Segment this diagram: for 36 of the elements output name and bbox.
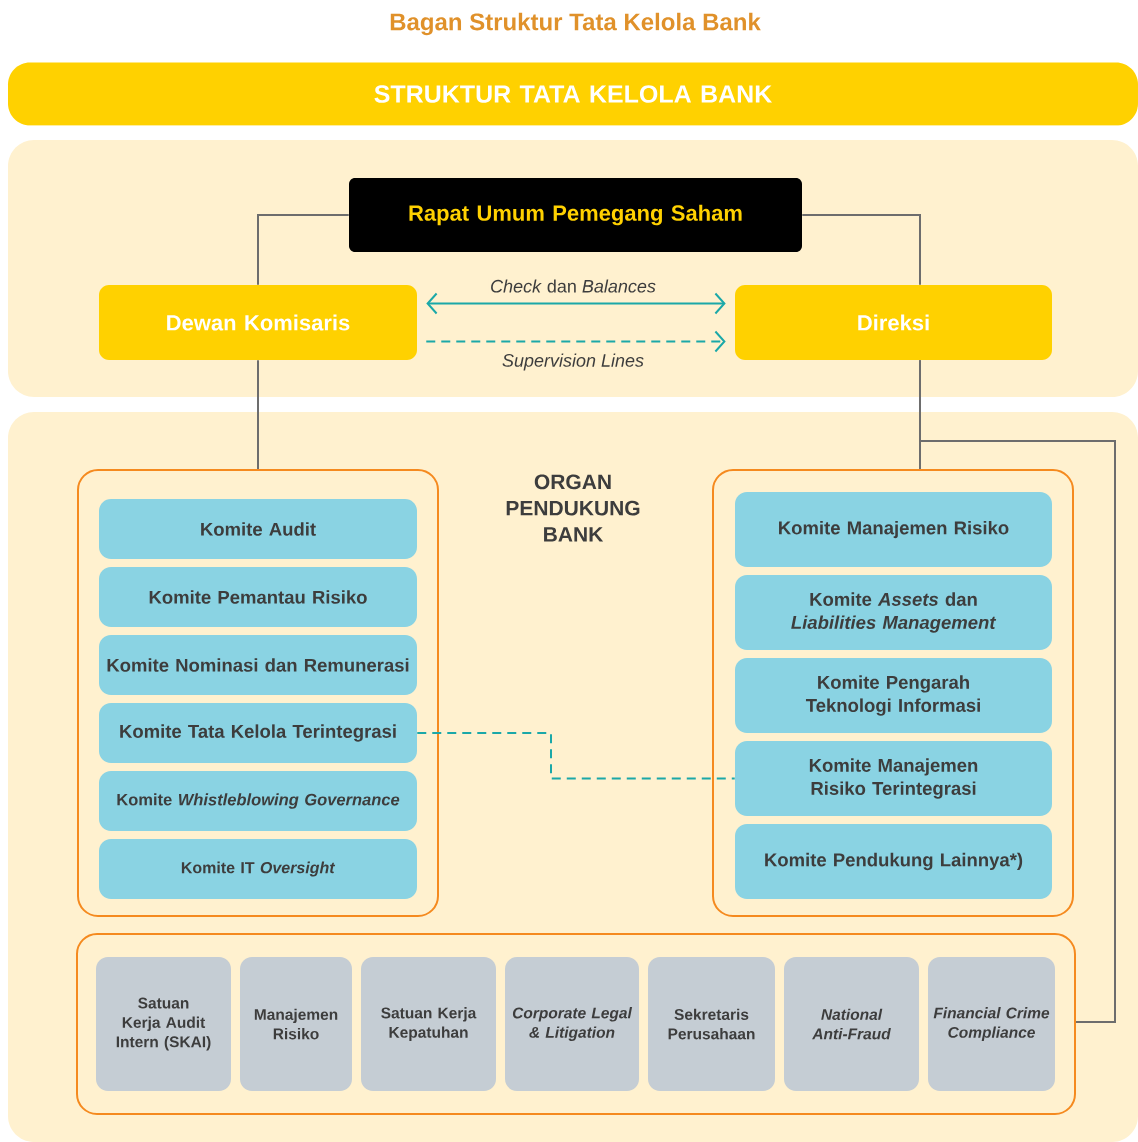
arrow xyxy=(425,330,726,353)
unit-box: National Anti-Fraud xyxy=(784,957,919,1091)
unit-box: Sekretaris Perusahaan xyxy=(648,957,775,1091)
committee-box: Komite Tata Kelola Terintegrasi xyxy=(99,703,417,763)
committee-box: Komite Manajemen Risiko Terintegrasi xyxy=(735,741,1052,816)
unit-box: Satuan Kerja Audit Intern (SKAI) xyxy=(96,957,231,1091)
connector-line xyxy=(257,214,350,286)
edge-label: Supervision Lines xyxy=(500,352,646,372)
committee-box: Komite Pemantau Risiko xyxy=(99,567,417,627)
connector-line xyxy=(416,732,736,780)
unit-box: Financial Crime Compliance xyxy=(928,957,1055,1091)
board-box: Direksi xyxy=(735,285,1052,360)
committee-box: Komite Nominasi dan Remunerasi xyxy=(99,635,417,695)
title: Bagan Struktur Tata Kelola Bank xyxy=(390,12,761,36)
committee-box: Komite Audit xyxy=(99,499,417,559)
connector-line xyxy=(257,359,259,470)
unit-box: Satuan Kerja Kepatuhan xyxy=(361,957,496,1091)
committee-box: Komite Pendukung Lainnya*) xyxy=(735,824,1052,899)
group-frame xyxy=(77,469,439,917)
unit-box: Manajemen Risiko xyxy=(240,957,352,1091)
committee-box: Komite Pengarah Teknologi Informasi xyxy=(735,658,1052,733)
group-frame xyxy=(712,469,1074,917)
committee-box: Komite Whistleblowing Governance xyxy=(99,771,417,831)
title-banner: STRUKTUR TATA KELOLA BANK xyxy=(8,62,1138,126)
board-box: Dewan Komisaris xyxy=(99,285,417,360)
group-heading: ORGAN PENDUKUNG BANK xyxy=(506,474,640,542)
committee-box: Komite Manajemen Risiko xyxy=(735,492,1052,567)
group-frame xyxy=(76,933,1076,1115)
unit-box: Corporate Legal & Litigation xyxy=(505,957,639,1091)
arrow xyxy=(426,292,726,315)
connector-line xyxy=(919,359,1116,1023)
meeting-box: Rapat Umum Pemegang Saham xyxy=(349,178,802,252)
edge-label: Check dan Balances xyxy=(488,278,658,294)
committee-box: Komite IT Oversight xyxy=(99,839,417,899)
connector-line xyxy=(801,214,921,286)
committee-box: Komite Assets dan Liabilities Management xyxy=(735,575,1052,650)
